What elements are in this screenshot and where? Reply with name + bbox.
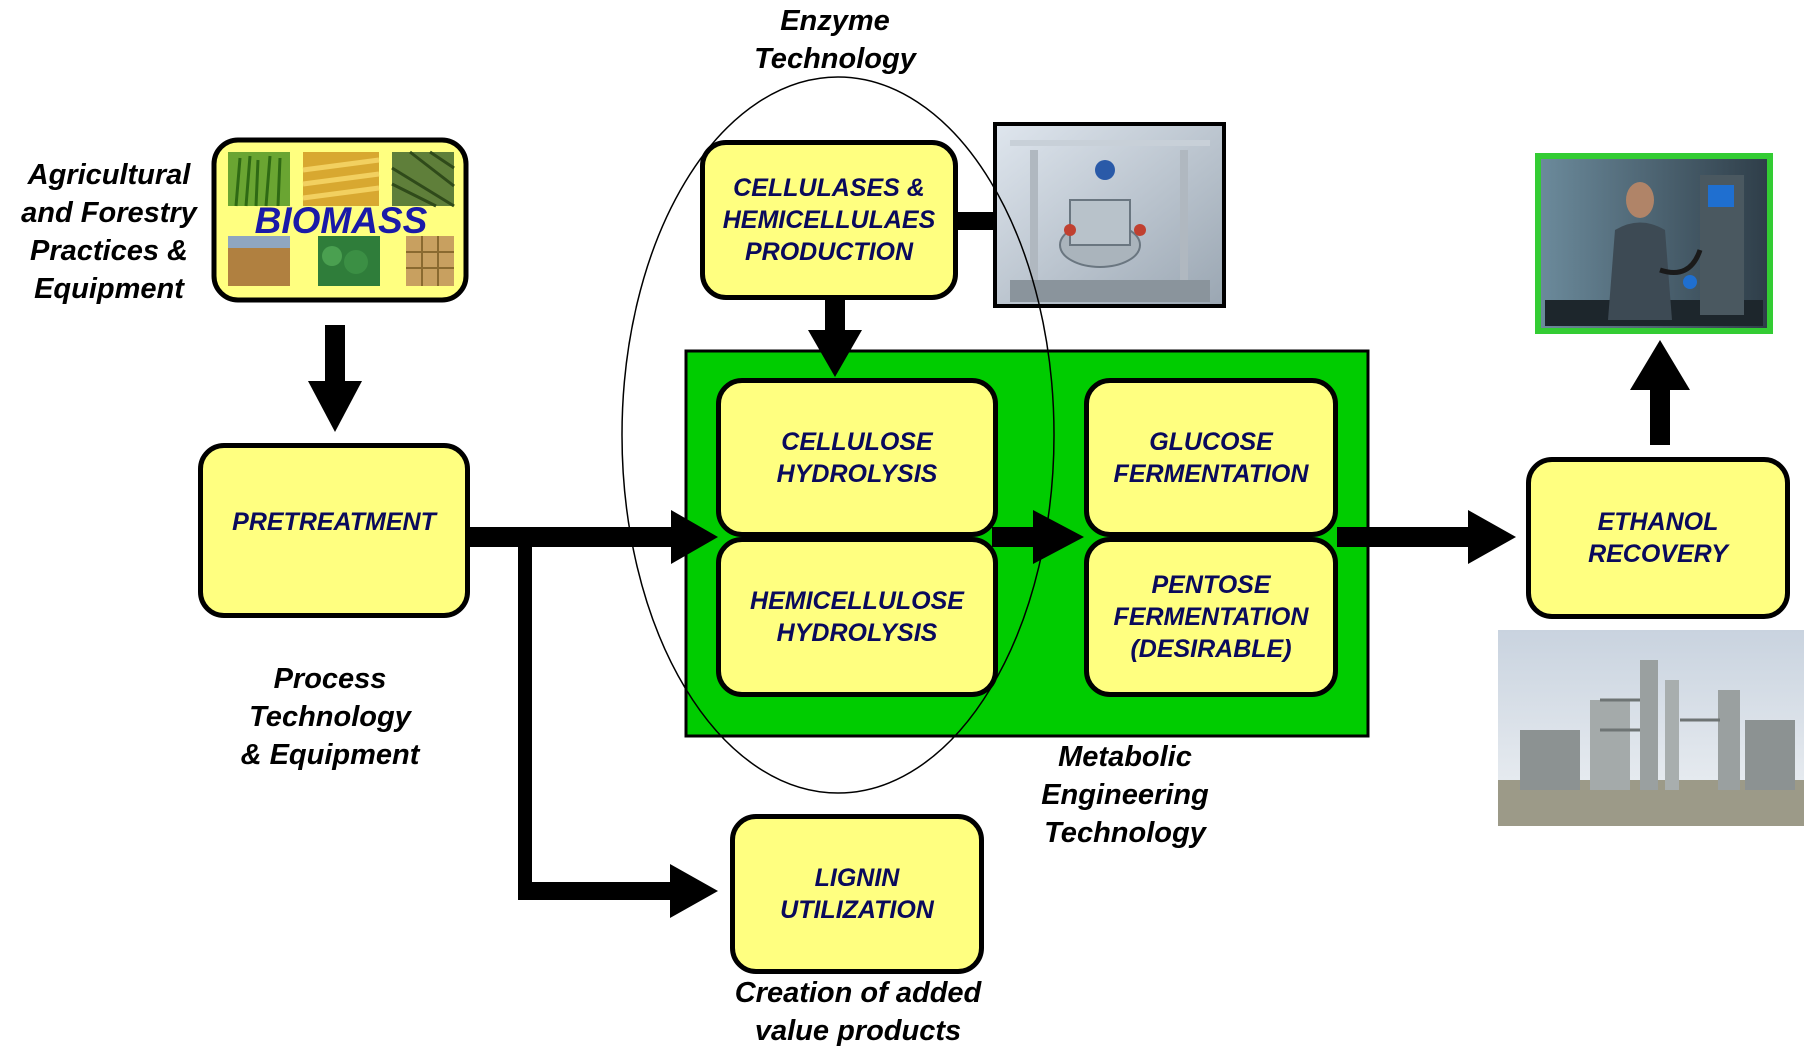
creation-note-line-2: value products bbox=[754, 1015, 962, 1047]
ethanol-recovery-box: ETHANOL RECOVERY bbox=[1526, 457, 1790, 619]
process-note-line-1: Process bbox=[273, 663, 387, 695]
hemicellulose-line-1: HEMICELLULOSE bbox=[750, 587, 964, 615]
process-note-line-2: Technology bbox=[249, 701, 411, 733]
agricultural-note-line-4: Equipment bbox=[34, 273, 184, 305]
arrow-hydrolysis-to-fermentation bbox=[992, 510, 1084, 564]
enzyme-note-line-1: Enzyme bbox=[780, 5, 890, 37]
pretreatment-label: PRETREATMENT bbox=[232, 508, 436, 536]
agricultural-practices-note: Agricultural and Forestry Practices & Eq… bbox=[6, 156, 212, 308]
process-technology-note: Process Technology & Equipment bbox=[200, 660, 460, 774]
arrow-pretreatment-to-lignin bbox=[518, 537, 718, 918]
metabolic-note-line-2: Engineering bbox=[1041, 779, 1209, 811]
cellulose-line-1: CELLULOSE bbox=[781, 427, 933, 456]
arrow-fermentation-to-ethanol bbox=[1337, 510, 1516, 564]
pentose-line-2: FERMENTATION bbox=[1113, 603, 1309, 631]
ethanol-line-2: RECOVERY bbox=[1588, 540, 1728, 568]
metabolic-note-line-1: Metabolic bbox=[1058, 741, 1192, 773]
enzyme-note-line-2: Technology bbox=[754, 43, 916, 75]
enzyme-technology-note: Enzyme Technology bbox=[710, 2, 960, 78]
lignin-line-1: LIGNIN bbox=[814, 864, 900, 892]
enzyme-technology-ellipse bbox=[621, 76, 1055, 794]
cellulose-line-2: HYDROLYSIS bbox=[776, 459, 938, 488]
connector-cellulases-to-lab bbox=[954, 212, 996, 230]
hemicellulose-hydrolysis-box: HEMICELLULOSE HYDROLYSIS bbox=[716, 537, 998, 697]
biomass-label: BIOMASS bbox=[254, 200, 428, 241]
lab-equipment-photo bbox=[993, 122, 1226, 308]
glucose-line-2: FERMENTATION bbox=[1113, 459, 1309, 488]
biomass-thumbnails bbox=[228, 150, 455, 286]
pentose-fermentation-box: PENTOSE FERMENTATION (DESIRABLE) bbox=[1084, 537, 1338, 697]
cellulose-hydrolysis-box: CELLULOSE HYDROLYSIS bbox=[716, 378, 998, 537]
cellulases-production-box: CELLULASES & HEMICELLULAES PRODUCTION bbox=[700, 140, 958, 300]
pentose-line-3: (DESIRABLE) bbox=[1130, 635, 1292, 663]
metabolic-engineering-note: Metabolic Engineering Technology bbox=[1000, 738, 1250, 852]
arrow-pretreatment-to-hydrolysis bbox=[466, 510, 718, 564]
hemicellulose-line-2: HYDROLYSIS bbox=[776, 619, 938, 647]
ethanol-line-1: ETHANOL bbox=[1597, 508, 1719, 536]
process-note-line-3: & Equipment bbox=[240, 739, 420, 771]
lignin-line-2: UTILIZATION bbox=[780, 896, 934, 924]
pentose-line-1: PENTOSE bbox=[1151, 571, 1271, 599]
agricultural-note-line-3: Practices & bbox=[30, 235, 188, 267]
agricultural-note-line-1: Agricultural bbox=[27, 159, 191, 191]
refinery-photo bbox=[1498, 630, 1804, 826]
added-value-products-note: Creation of added value products bbox=[700, 974, 1016, 1050]
glucose-fermentation-box: GLUCOSE FERMENTATION bbox=[1084, 378, 1338, 537]
cellulases-line-3: PRODUCTION bbox=[744, 238, 914, 266]
agricultural-note-line-2: and Forestry bbox=[21, 197, 197, 229]
glucose-line-1: GLUCOSE bbox=[1149, 427, 1273, 456]
arrow-biomass-to-pretreatment bbox=[308, 325, 362, 432]
pretreatment-box: PRETREATMENT bbox=[198, 443, 470, 618]
fuel-pump-photo bbox=[1535, 153, 1773, 334]
lignin-utilization-box: LIGNIN UTILIZATION bbox=[730, 814, 984, 974]
cellulases-line-2: HEMICELLULAES bbox=[722, 206, 936, 234]
cellulases-line-1: CELLULASES & bbox=[733, 174, 925, 202]
creation-note-line-1: Creation of added bbox=[734, 977, 982, 1009]
arrow-cellulases-to-cellulose bbox=[808, 300, 862, 377]
metabolic-note-line-3: Technology bbox=[1044, 817, 1206, 849]
arrow-ethanol-to-fuel bbox=[1630, 340, 1690, 445]
